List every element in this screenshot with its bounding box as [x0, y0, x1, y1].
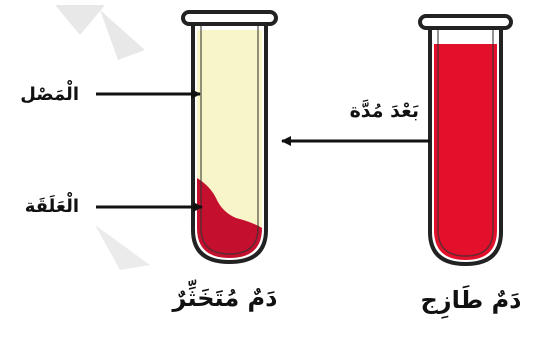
clotted-blood-caption: دَمٌ مُتَخَثِّرٌ [150, 286, 300, 310]
watermark-shape [55, 5, 150, 270]
fresh-blood-tube [420, 16, 511, 264]
plasma-label: الْمَصْل [20, 86, 79, 104]
clot-label: الْعَلَقَة [25, 198, 79, 216]
after-time-label: بَعْدَ مُدَّة [350, 102, 419, 121]
fresh-blood-caption: دَمٌ طَازِج [408, 288, 534, 312]
clotted-blood-tube [183, 12, 276, 262]
